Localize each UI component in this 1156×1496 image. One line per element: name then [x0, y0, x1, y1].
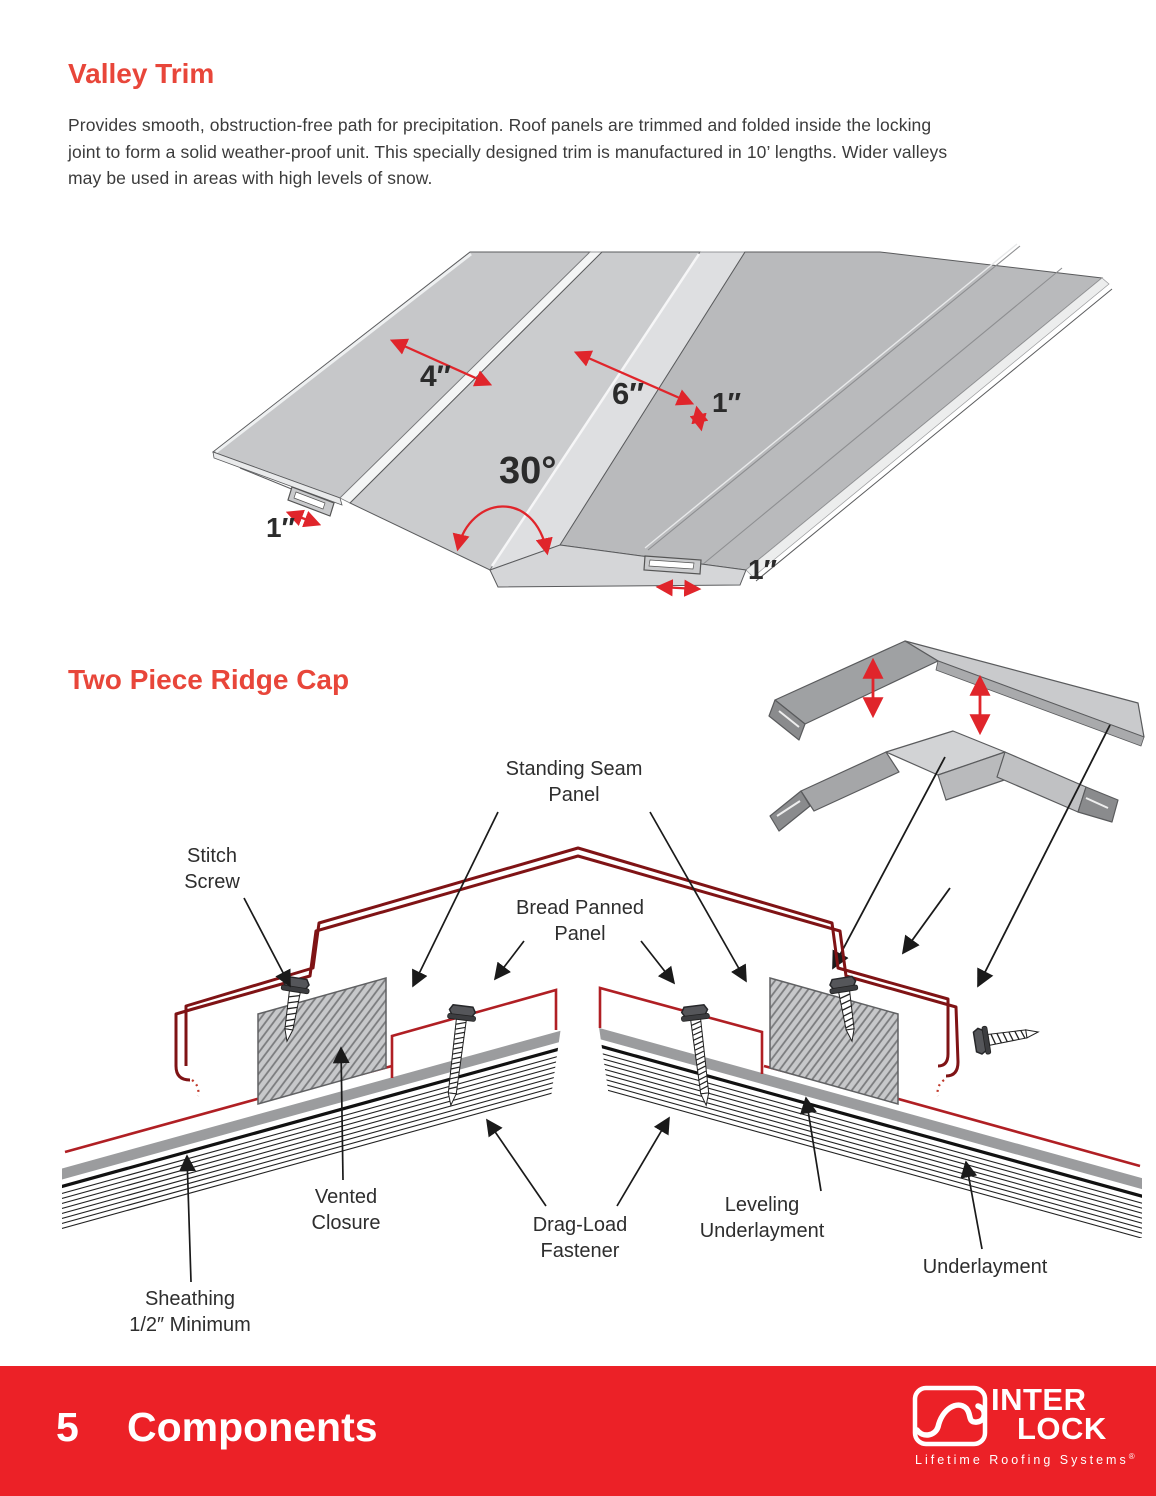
- ridge-cap-exploded-view: [768, 640, 1145, 988]
- label-vented-closure: Vented Closure: [311, 1186, 381, 1235]
- dim-bottom-hem: 1″: [748, 554, 777, 585]
- dim-rib-height: 1″: [712, 387, 741, 418]
- label-sheathing: Sheathing 1/2″ Minimum: [129, 1288, 251, 1337]
- footer-section-title: Components: [127, 1404, 378, 1450]
- footer-page-number: 5: [56, 1404, 79, 1450]
- label-drag-load-fastener: Drag-Load Fastener: [532, 1214, 628, 1263]
- valley-trim-paragraph: Provides smooth, obstruction-free path f…: [68, 115, 948, 189]
- label-underlayment: Underlayment: [922, 1256, 1048, 1278]
- right-deck-stack: [594, 1024, 1142, 1238]
- dim-pan-width: 6″: [612, 376, 645, 411]
- bread-panned-panel-right: [598, 986, 764, 1074]
- ridge-cross-section: [62, 811, 1142, 1283]
- valley-left-hem: [239, 467, 335, 517]
- horizontal-stitch-screw: [972, 1017, 1042, 1057]
- label-standing-seam-panel: Standing Seam Panel: [505, 758, 643, 807]
- logo-swoosh-icon: [914, 1402, 987, 1438]
- ridge-cap-title: Two Piece Ridge Cap: [68, 664, 350, 695]
- label-bread-panned-panel: Bread Panned Panel: [516, 897, 644, 946]
- interlock-logo: INTER LOCK Lifetime Roofing Systems®: [905, 1382, 1135, 1484]
- valley-dimension-arrows: [285, 338, 709, 597]
- dim-panel-width: 4″: [420, 360, 452, 393]
- valley-trim-title: Valley Trim: [68, 58, 215, 89]
- valley-bottom-hem: [643, 555, 702, 575]
- logo-word-bottom: LOCK: [1017, 1411, 1107, 1446]
- label-leaders: [178, 811, 983, 1283]
- logo-word-top: INTER: [991, 1382, 1087, 1417]
- label-stitch-screw: Stitch Screw: [184, 845, 240, 894]
- interlock-logo-mark: [912, 1385, 988, 1447]
- logo-tagline: Lifetime Roofing Systems®: [915, 1452, 1138, 1468]
- valley-trim-illustration: [211, 243, 1113, 597]
- dim-fold-angle: 30°: [499, 450, 557, 492]
- label-leveling-underlayment: Leveling Underlayment: [699, 1194, 825, 1243]
- registered-mark: ®: [1128, 1452, 1138, 1461]
- ridge-cap-profile: [174, 846, 960, 1082]
- dim-edge-hem: 1″: [266, 512, 295, 543]
